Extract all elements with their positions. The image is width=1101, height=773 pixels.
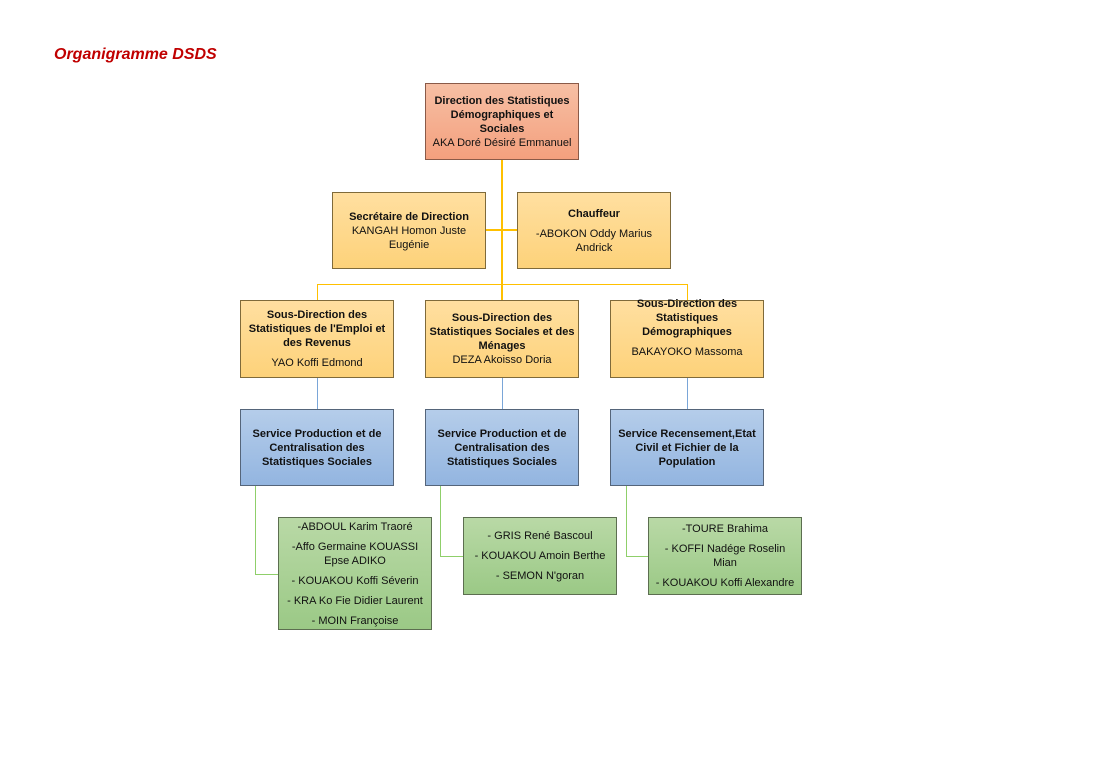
connector: [255, 485, 256, 574]
service-box: Service Recensement,Etat Civil et Fichie…: [610, 409, 764, 486]
connector: [317, 284, 688, 285]
connector: [440, 556, 463, 557]
service-box: Service Production et de Centralisation …: [425, 409, 579, 486]
staff-box: -ABDOUL Karim Traoré -Affo Germaine KOUA…: [278, 517, 432, 630]
sub-direction-head: YAO Koffi Edmond: [271, 357, 363, 369]
staff-member: -TOURE Brahima: [682, 523, 768, 535]
service-box: Service Production et de Centralisation …: [240, 409, 394, 486]
sub-direction-title: Sous-Direction des Statistiques Démograp…: [636, 298, 738, 338]
driver-name: -ABOKON Oddy Marius Andrick: [535, 227, 653, 254]
staff-box: - GRIS René Bascoul - KOUAKOU Amoin Bert…: [463, 517, 617, 595]
connector: [687, 377, 688, 409]
connector: [317, 284, 318, 300]
connector: [486, 229, 517, 231]
driver-box: Chauffeur -ABOKON Oddy Marius Andrick: [517, 192, 671, 269]
secretary-box: Secrétaire de Direction KANGAH Homon Jus…: [332, 192, 486, 269]
connector: [502, 377, 503, 409]
staff-member: - SEMON N'goran: [495, 570, 585, 582]
sub-direction-box: Sous-Direction des Statistiques Sociales…: [425, 300, 579, 378]
staff-member: - KOFFI Nadége Roselin Mian: [664, 543, 786, 569]
connector: [687, 284, 688, 300]
sub-direction-title: Sous-Direction des Statistiques Sociales…: [429, 312, 575, 352]
sub-direction-box: Sous-Direction des Statistiques Démograp…: [610, 298, 764, 378]
staff-member: -Affo Germaine KOUASSI Epse ADIKO: [291, 540, 419, 567]
driver-title: Chauffeur: [568, 207, 620, 220]
director-title: Direction des Statistiques Démographique…: [434, 94, 570, 135]
sub-direction-head: DEZA Akoisso Doria: [452, 354, 552, 366]
connector: [626, 485, 627, 556]
director-name: AKA Doré Désiré Emmanuel: [432, 136, 572, 149]
staff-member: - MOIN Françoise: [311, 614, 399, 627]
service-title: Service Production et de Centralisation …: [437, 427, 567, 468]
staff-member: - KOUAKOU Koffi Alexandre: [655, 577, 795, 589]
secretary-name: KANGAH Homon Juste Eugénie: [351, 224, 467, 251]
connector: [626, 556, 648, 557]
page-title: Organigramme DSDS: [54, 46, 217, 63]
staff-member: - GRIS René Bascoul: [487, 530, 593, 542]
connector: [440, 485, 441, 556]
staff-box: -TOURE Brahima - KOFFI Nadége Roselin Mi…: [648, 517, 802, 595]
connector: [317, 377, 318, 409]
secretary-title: Secrétaire de Direction: [349, 210, 469, 223]
sub-direction-box: Sous-Direction des Statistiques de l'Emp…: [240, 300, 394, 378]
sub-direction-head: BAKAYOKO Massoma: [631, 346, 743, 358]
service-title: Service Recensement,Etat Civil et Fichie…: [618, 427, 756, 468]
staff-member: -ABDOUL Karim Traoré: [297, 520, 413, 533]
director-box: Direction des Statistiques Démographique…: [425, 83, 579, 160]
staff-member: - KRA Ko Fie Didier Laurent: [287, 594, 423, 607]
staff-member: - KOUAKOU Amoin Berthe: [474, 550, 606, 562]
service-title: Service Production et de Centralisation …: [252, 427, 382, 468]
staff-member: - KOUAKOU Koffi Séverin: [291, 574, 419, 587]
connector: [255, 574, 278, 575]
sub-direction-title: Sous-Direction des Statistiques de l'Emp…: [248, 309, 386, 349]
